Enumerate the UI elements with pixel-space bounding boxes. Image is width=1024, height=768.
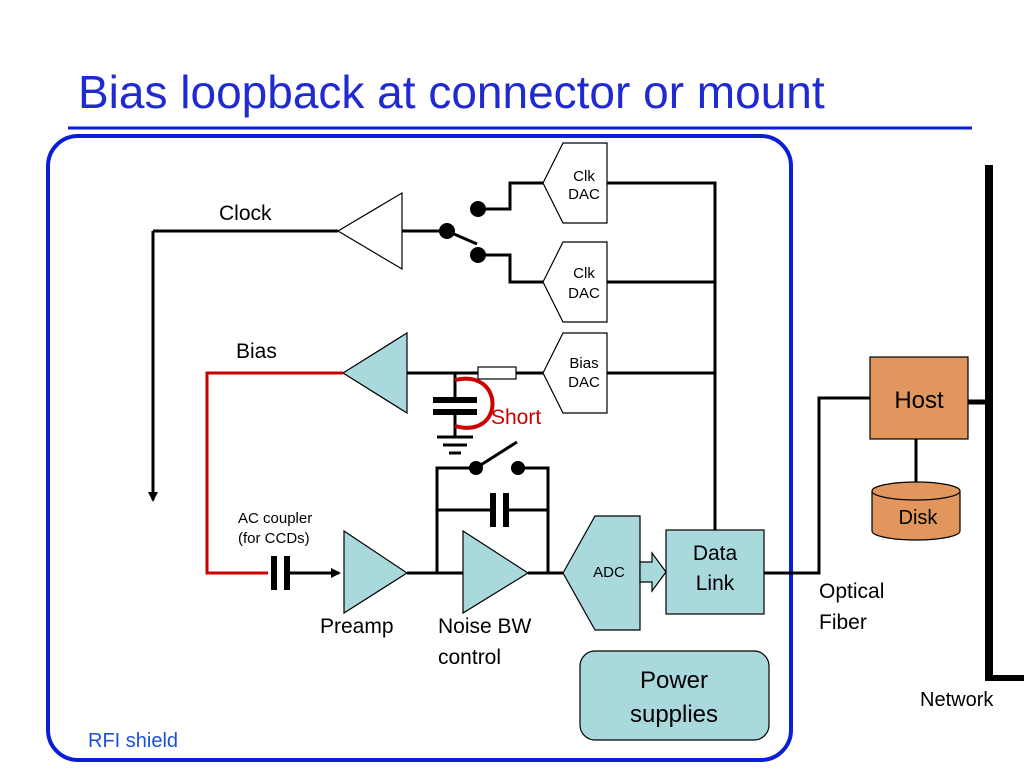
power-supplies-line2: supplies	[630, 701, 718, 728]
host-label: Host	[894, 387, 944, 414]
clock-label: Clock	[219, 202, 272, 225]
short-label: Short	[491, 406, 541, 429]
power-supplies-block	[579, 650, 770, 741]
network-bus	[985, 165, 993, 680]
noise-bw-label-line2: control	[438, 646, 501, 669]
bias-driver-triangle	[341, 331, 408, 415]
rfi-shield-label: RFI shield	[88, 730, 178, 752]
optical-fiber-label-line1: Optical	[819, 580, 884, 603]
rfi-shield-box	[46, 134, 793, 762]
clk-dac-2-line2: DAC	[568, 285, 600, 302]
clk-dac-1-line1: Clk	[573, 168, 595, 185]
preamp-triangle	[343, 529, 409, 615]
data-link-line1: Data	[693, 542, 738, 565]
reset-switch-blade	[475, 440, 518, 470]
noise-bw-triangle	[462, 529, 530, 615]
bias-dac-line2: DAC	[568, 374, 600, 391]
disk-cylinder	[871, 491, 961, 541]
clk-dac-2-line1: Clk	[573, 265, 595, 282]
ac-coupler-label-line1: AC coupler	[238, 510, 312, 527]
clock-driver-triangle	[336, 191, 403, 271]
bias-loopback-wire	[205, 371, 343, 575]
clk-dac-2-block	[542, 241, 608, 323]
adc-to-link-arrow	[639, 551, 667, 593]
optical-fiber-link	[764, 396, 870, 575]
bias-resistor	[477, 366, 517, 380]
page-title: Bias loopback at connector or mount	[78, 66, 825, 118]
noise-bw-label-line1: Noise BW	[438, 615, 532, 638]
short-loop	[454, 376, 495, 430]
power-supplies-line1: Power	[640, 667, 708, 694]
control-bus	[607, 181, 717, 530]
optical-fiber-label-line2: Fiber	[819, 611, 867, 634]
disk-label: Disk	[899, 507, 939, 529]
adc-label: ADC	[593, 564, 625, 581]
clk-dac-1-line2: DAC	[568, 186, 600, 203]
bias-label: Bias	[236, 340, 277, 363]
host-block	[869, 356, 969, 440]
preamp-label: Preamp	[320, 615, 394, 638]
bias-dac-block	[542, 332, 608, 414]
clock-switch-blade	[446, 229, 478, 246]
bias-dac-line1: Bias	[569, 355, 598, 372]
data-link-line2: Link	[696, 572, 735, 595]
ac-coupler-label-line2: (for CCDs)	[238, 530, 310, 547]
network-label: Network	[920, 689, 994, 711]
